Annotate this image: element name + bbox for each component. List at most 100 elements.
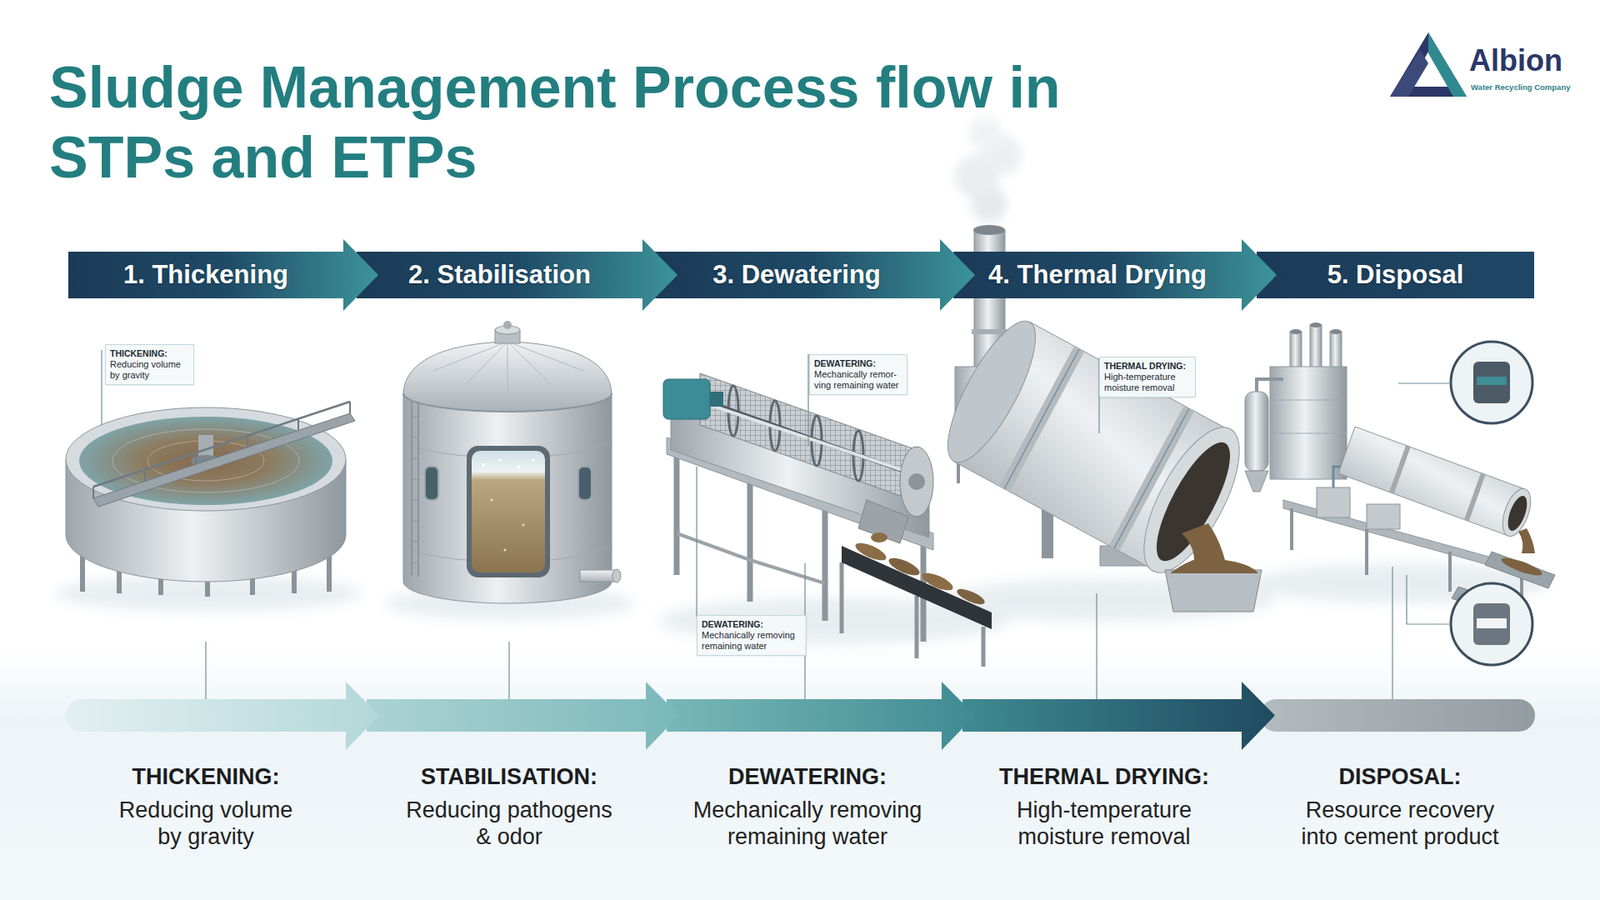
digester-tank [612, 569, 621, 583]
callout-text: High-temperature moisture removal [1104, 371, 1191, 394]
screw-press [908, 473, 925, 490]
digester-tank [403, 341, 612, 412]
disposal-plant [1316, 487, 1350, 518]
screw-press [920, 569, 955, 594]
disposal-plant [1270, 366, 1347, 480]
digester-tank [403, 393, 612, 412]
step-chevron: 2. Stabilisation [356, 239, 678, 311]
digester-tank [471, 450, 545, 573]
digester-tank [433, 341, 584, 394]
leader-line [100, 350, 102, 425]
chevron-label-area: 3. Dewatering [653, 251, 940, 299]
screw-press [955, 585, 987, 608]
thickener-tank [65, 401, 355, 597]
digester-tank [466, 445, 550, 578]
leader-line [1391, 566, 1393, 700]
disposal-plant [1245, 470, 1269, 492]
product-icon [1476, 376, 1507, 385]
caption-body: Mechanically removing remaining water [678, 796, 937, 850]
disposal-plant [1310, 322, 1322, 328]
rotary-dryer [1125, 414, 1258, 587]
callout-box: THERMAL DRYING:High-temperature moisture… [1099, 356, 1196, 398]
callout-text: Mechanically removing remaining water [701, 630, 802, 652]
digester-tank [490, 499, 494, 502]
disposal-plant [1391, 445, 1484, 520]
leader-line [695, 466, 697, 617]
caption-body: Reducing volume by gravity [110, 796, 302, 850]
screw-press [841, 545, 992, 630]
step-chevron: 1. Thickening [68, 239, 379, 311]
rotary-dryer [971, 329, 1008, 335]
step-label: 5. Disposal [1327, 260, 1465, 290]
disposal-plant [1256, 379, 1284, 392]
digester-tank [481, 463, 485, 467]
disposal-plant [1245, 391, 1269, 471]
chevron-label-area: 2. Stabilisation [356, 251, 643, 299]
digester-tank [504, 549, 507, 552]
caption-body: Resource recovery into cement product [1287, 796, 1513, 850]
leader-line [205, 641, 206, 700]
disposal-plant [1245, 322, 1555, 621]
callout-text: Mechanically remor-ving remaining water [814, 369, 903, 391]
disposal-plant [1518, 528, 1535, 554]
screw-press [663, 379, 710, 420]
progress-bar [1260, 699, 1535, 732]
digester-tank [403, 320, 621, 604]
digester-tank [425, 466, 439, 500]
chevron-label-area: 1. Thickening [68, 251, 344, 299]
logo-tagline: Water Recycling Company [1470, 82, 1600, 93]
disposal-plant [1270, 400, 1347, 434]
digester-tank [411, 416, 419, 563]
rotary-dryer [1004, 349, 1080, 490]
company-logo [1390, 32, 1467, 97]
callout-heading: DEWATERING: [701, 619, 802, 630]
disposal-plant [1497, 485, 1537, 540]
product-icon [1476, 618, 1507, 629]
digester-tank [516, 465, 520, 469]
chevron-shape [953, 239, 1277, 311]
caption-heading: THERMAL DRYING: [937, 763, 1271, 790]
chevron-shape [653, 239, 975, 311]
screw-press [663, 373, 992, 667]
disposal-plant [1504, 493, 1531, 534]
leader-line [1398, 382, 1451, 384]
caption-heading: THICKENING: [39, 763, 373, 790]
company-logo [1390, 50, 1429, 97]
digester-tank [498, 458, 501, 461]
product-icon [1450, 341, 1533, 424]
step-chevron: 3. Dewatering [653, 239, 975, 311]
chevron-label-area: 5. Disposal [1256, 251, 1535, 299]
step-label: 4. Thermal Drying [988, 260, 1207, 290]
disposal-plant [1330, 329, 1342, 335]
screw-press [710, 391, 724, 407]
digester-tank [522, 524, 525, 527]
screw-press [900, 446, 934, 517]
logo-name: Albion [1469, 42, 1600, 79]
callout-box: DEWATERING:Mechanically removing remaini… [696, 615, 807, 656]
screw-press [676, 533, 825, 584]
thickener-tank [93, 401, 350, 487]
product-icon [1450, 341, 1533, 665]
product-icon [1473, 361, 1510, 404]
caption-heading: DISPOSAL: [1233, 763, 1567, 790]
progress-bar [962, 681, 1275, 750]
leader-line [508, 641, 510, 700]
progress-bar [65, 681, 1535, 750]
callout-heading: THICKENING: [110, 348, 190, 360]
product-icon [1450, 583, 1533, 665]
progress-bar [666, 681, 975, 750]
company-logo [1390, 32, 1467, 97]
disposal-plant [1500, 554, 1545, 579]
rotary-dryer [1004, 349, 1080, 490]
callout-heading: DEWATERING: [814, 358, 903, 370]
screw-press [858, 500, 909, 544]
step-label: 1. Thickening [123, 260, 289, 290]
disposal-plant [1338, 426, 1525, 536]
screw-press [886, 554, 922, 579]
chevron-shape [356, 239, 678, 311]
progress-bar [366, 681, 680, 750]
step-chevron: 5. Disposal [1256, 239, 1535, 311]
product-icon [1473, 603, 1510, 645]
caption-body: High-temperature moisture removal [987, 796, 1221, 850]
